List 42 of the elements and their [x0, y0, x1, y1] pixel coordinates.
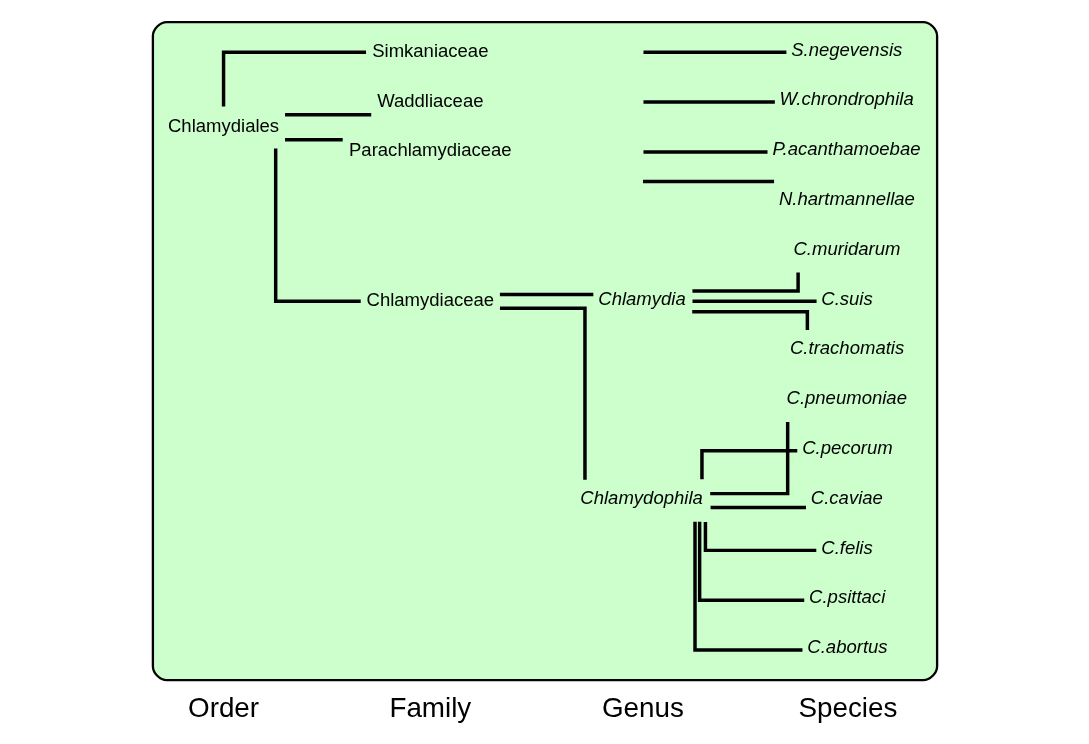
node-text: C.caviae — [810, 486, 883, 508]
connector — [221, 50, 366, 107]
connector — [642, 50, 786, 55]
connector — [642, 150, 767, 154]
connector — [273, 148, 361, 304]
connector — [697, 521, 804, 602]
node-text: C.pecorum — [801, 437, 893, 459]
node-text: C.abortus — [806, 636, 888, 658]
node-text: C.felis — [820, 536, 873, 558]
label: Species — [797, 692, 897, 724]
node-text: C.trachomatis — [789, 337, 904, 359]
node-text: C.pneumoniae — [786, 387, 907, 409]
label: Family — [388, 692, 471, 724]
connector — [703, 522, 816, 553]
node-text: Chlamydophila — [579, 486, 703, 508]
node-text: C.suis — [820, 287, 873, 309]
node-text: Parachlamydiaceae — [348, 139, 512, 161]
connector — [499, 306, 587, 480]
connector — [642, 100, 775, 104]
node-text: Waddliaceae — [376, 89, 483, 111]
connector — [284, 113, 371, 117]
node-text: Chlamydia — [597, 287, 686, 309]
node-text: S.negevensis — [790, 38, 902, 60]
cluster — [151, 21, 938, 682]
node-text: Chlamydiales — [167, 114, 279, 136]
node-text: Simkaniaceae — [371, 39, 488, 61]
connector — [710, 505, 806, 510]
connector — [692, 521, 802, 652]
node-text: Chlamydiaceae — [366, 288, 494, 310]
connector — [692, 299, 817, 304]
connector — [642, 179, 774, 184]
connector — [699, 449, 797, 480]
connector — [499, 292, 593, 297]
node-text: N.hartmannellae — [778, 187, 915, 209]
connector — [709, 422, 789, 496]
connector — [284, 138, 343, 142]
node-text: P.acanthamoebae — [772, 138, 921, 160]
node-text: W.chrondrophila — [779, 88, 914, 110]
node-text: C.muridarum — [792, 237, 900, 259]
node-text: C.psittaci — [808, 586, 885, 608]
label: Genus — [601, 692, 684, 724]
label: Order — [187, 692, 259, 724]
